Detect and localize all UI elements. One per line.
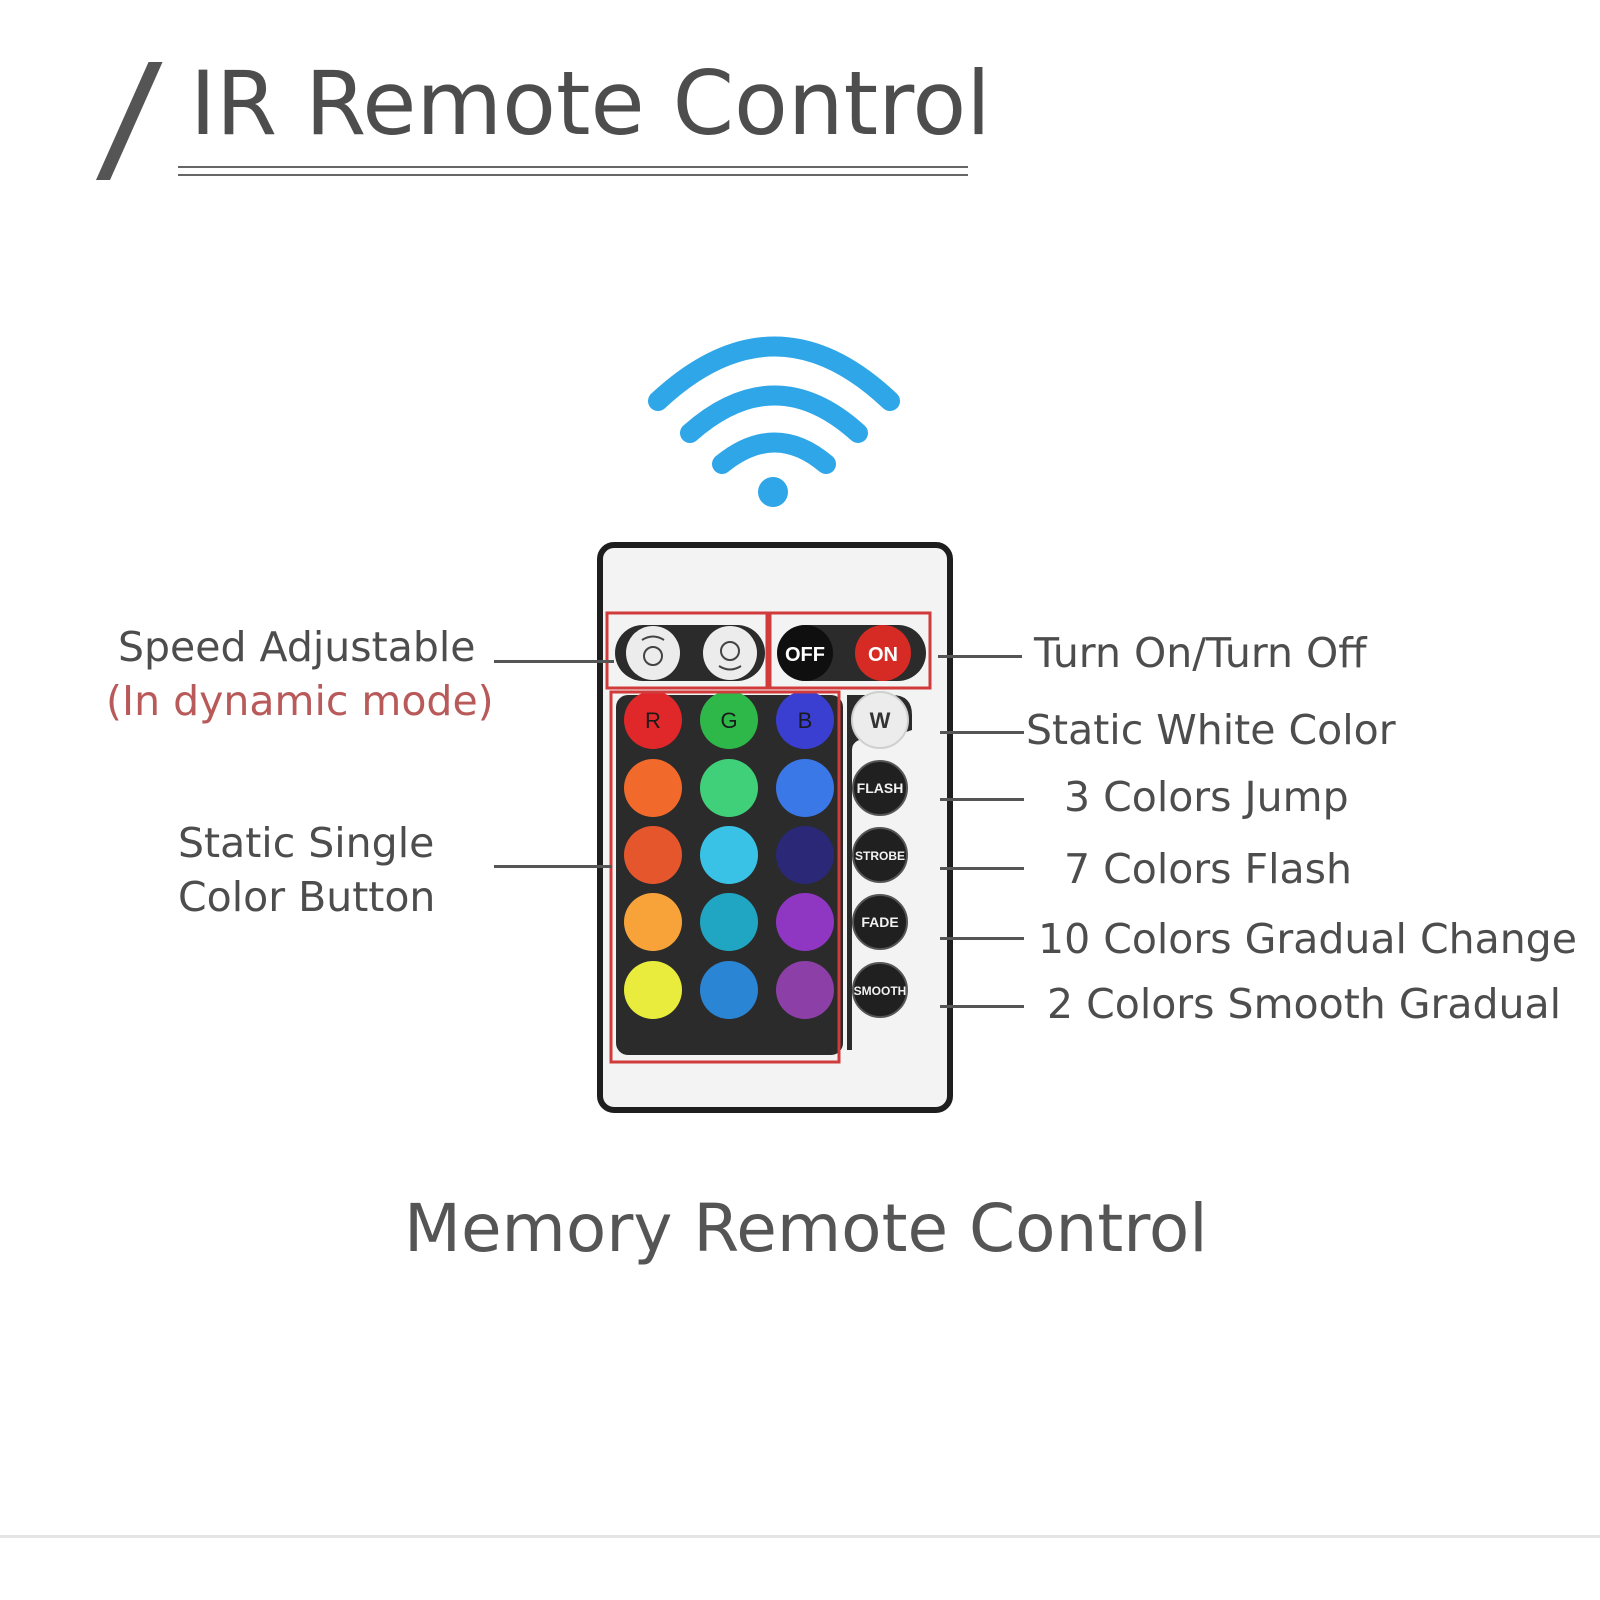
color-button-face (776, 826, 834, 884)
color-button[interactable] (624, 893, 682, 951)
footer-divider (0, 1535, 1600, 1538)
off-button-label: OFF (785, 644, 825, 666)
mode-button-label: FLASH (857, 780, 904, 796)
off-button-face (777, 625, 833, 681)
mode-button-label: SMOOTH (854, 984, 907, 998)
wifi-arc-outer (648, 336, 900, 411)
fade-leader-line (940, 937, 1024, 940)
title-underline-bottom (178, 174, 968, 176)
speed-down-button[interactable] (626, 626, 680, 680)
mode-button-face (851, 691, 909, 749)
on-button[interactable]: ON (855, 625, 911, 681)
title-slash-decoration (96, 62, 163, 180)
color-button[interactable] (624, 961, 682, 1019)
mode-button-w[interactable]: W (851, 691, 909, 749)
speed-adjustable-label: Speed Adjustable (118, 623, 476, 671)
fast-arrow-icon (718, 665, 742, 671)
speed-down-button-face (626, 626, 680, 680)
wifi-dot (758, 477, 788, 507)
mode-button-smooth[interactable]: SMOOTH (852, 962, 908, 1018)
color-button-face (624, 759, 682, 817)
speed-up-button-face (703, 626, 757, 680)
static-single-label-line2: Color Button (178, 873, 436, 921)
remote-control: OFF ON R G B W FLASH STROBE FADE SMOOTH (597, 542, 953, 1113)
color-button[interactable] (776, 893, 834, 951)
on-button-face (855, 625, 911, 681)
color-button-face (624, 826, 682, 884)
flash-leader-line (940, 867, 1024, 870)
static-single-leader-line (494, 865, 612, 868)
fade-label: 10 Colors Gradual Change (1038, 915, 1577, 963)
wifi-arc-inner (712, 432, 836, 474)
color-button-label: B (798, 708, 813, 733)
color-button-label: G (720, 708, 737, 733)
flash-label: 7 Colors Flash (1064, 845, 1353, 893)
mode-button-label: FADE (861, 914, 898, 930)
color-button-face (700, 893, 758, 951)
color-button[interactable] (700, 893, 758, 951)
on-off-label: Turn On/Turn Off (1034, 629, 1367, 677)
color-button-face (700, 759, 758, 817)
color-button-face (776, 893, 834, 951)
power-highlight-box (768, 611, 932, 690)
static-white-label: Static White Color (1026, 706, 1396, 754)
color-button-face (624, 893, 682, 951)
slow-arrow-icon (641, 635, 665, 641)
color-button[interactable]: B (776, 691, 834, 749)
color-button-face (624, 691, 682, 749)
speed-highlight-box (605, 611, 769, 690)
mode-button-strobe[interactable]: STROBE (852, 827, 908, 883)
smooth-leader-line (940, 1005, 1024, 1008)
mode-button-face (852, 894, 908, 950)
color-button[interactable] (776, 961, 834, 1019)
color-button-face (776, 691, 834, 749)
static-single-label-line1: Static Single (178, 819, 435, 867)
color-button[interactable] (776, 759, 834, 817)
speed-up-button[interactable] (703, 626, 757, 680)
wifi-signal-icon (648, 336, 900, 507)
sun-icon (720, 641, 740, 661)
mode-button-fade[interactable]: FADE (852, 894, 908, 950)
smooth-label: 2 Colors Smooth Gradual (1047, 980, 1562, 1028)
off-button[interactable]: OFF (777, 625, 833, 681)
caption: Memory Remote Control (404, 1190, 1208, 1267)
color-button[interactable] (700, 961, 758, 1019)
color-button[interactable] (624, 759, 682, 817)
color-button-face (700, 691, 758, 749)
on-off-leader-line (938, 655, 1022, 658)
title-underline-top (178, 166, 968, 168)
color-button-face (700, 826, 758, 884)
mode-button-flash[interactable]: FLASH (852, 760, 908, 816)
speed-leader-line (494, 660, 614, 663)
color-highlight-box (609, 690, 841, 1064)
white-leader-line (940, 731, 1024, 734)
jump-label: 3 Colors Jump (1064, 773, 1349, 821)
color-button[interactable] (624, 826, 682, 884)
color-button-face (776, 961, 834, 1019)
color-button[interactable] (700, 826, 758, 884)
color-button[interactable] (700, 759, 758, 817)
sun-icon (643, 646, 663, 666)
mode-button-column: W FLASH STROBE FADE SMOOTH (851, 691, 909, 1018)
color-button-face (776, 759, 834, 817)
mode-button-label: STROBE (855, 849, 905, 863)
color-button-face (700, 961, 758, 1019)
dynamic-mode-note: (In dynamic mode) (106, 677, 494, 725)
jump-leader-line (940, 798, 1024, 801)
on-button-label: ON (868, 644, 898, 666)
color-button[interactable]: R (624, 691, 682, 749)
mode-button-label: W (870, 708, 891, 733)
color-button-face (624, 961, 682, 1019)
wifi-arc-middle (680, 385, 868, 443)
page-title: IR Remote Control (190, 52, 991, 155)
color-button[interactable] (776, 826, 834, 884)
mode-button-face (852, 760, 908, 816)
mode-button-face (852, 962, 908, 1018)
color-button-label: R (645, 708, 661, 733)
color-button[interactable]: G (700, 691, 758, 749)
mode-button-face (852, 827, 908, 883)
